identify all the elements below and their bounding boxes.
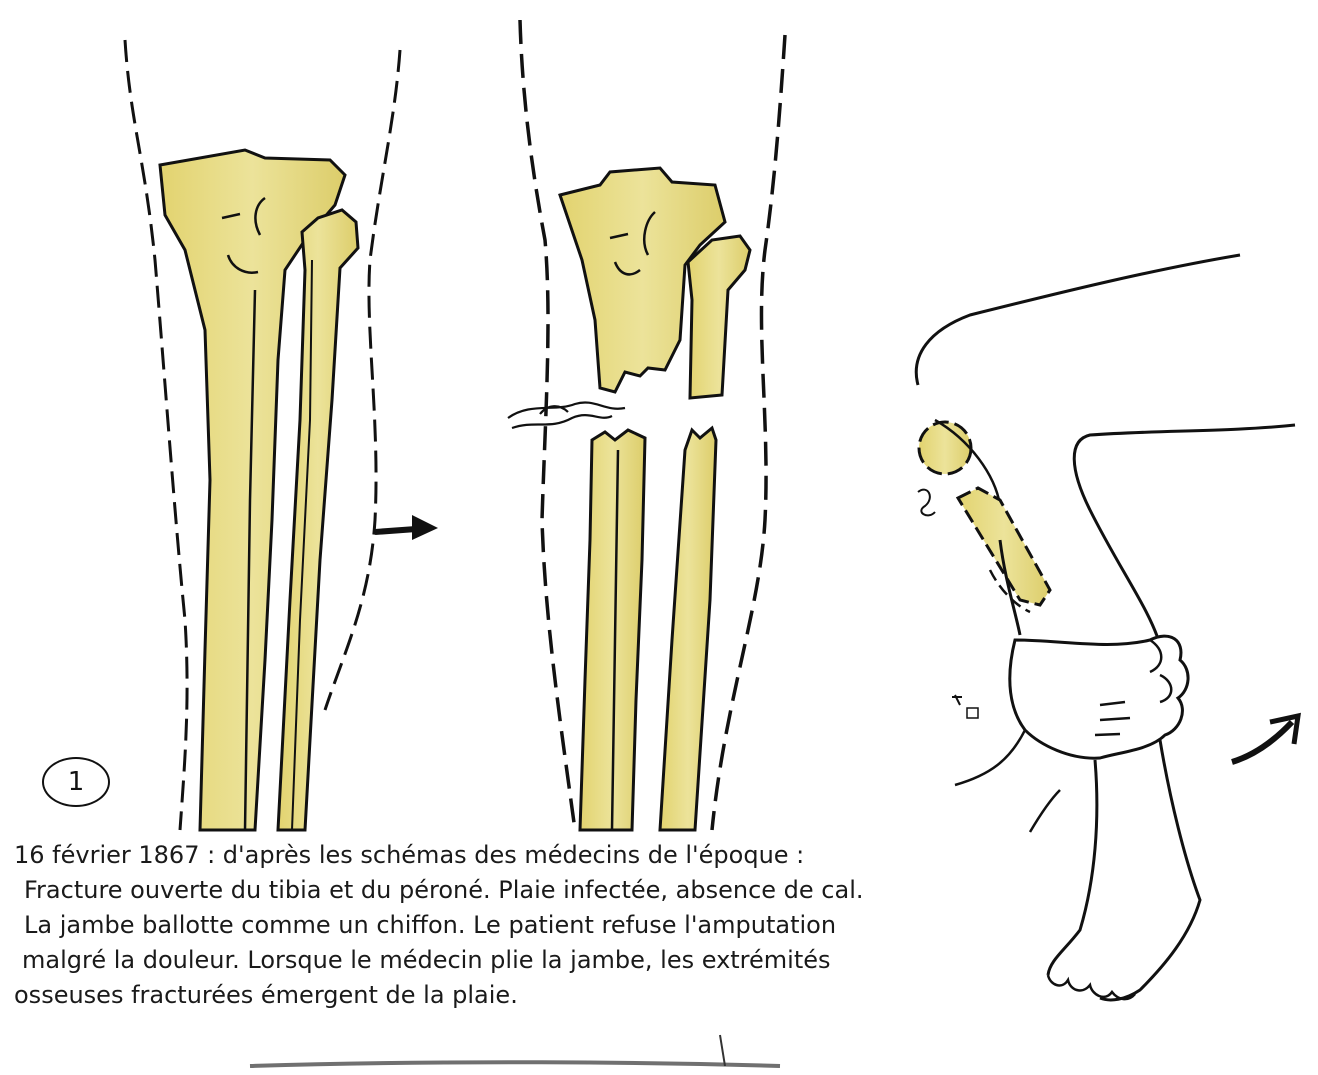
patella [919, 422, 971, 474]
scan-edge-line [250, 1062, 780, 1066]
leg-outline-left [125, 40, 187, 830]
fibula-lower-fragment [660, 428, 716, 830]
arrow-head [412, 515, 438, 540]
figure-number-circle: 1 [42, 757, 110, 807]
thigh-outline-bottom [1074, 425, 1295, 645]
fibula-upper-fragment [688, 236, 750, 398]
small-square-mark [967, 708, 978, 718]
toes [1048, 975, 1135, 999]
caption-line: La jambe ballotte comme un chiffon. Le p… [14, 908, 974, 943]
leg-outline-right [325, 50, 400, 710]
fibula-bone [278, 210, 358, 830]
wound-scribble-bent [918, 490, 935, 516]
figure-number: 1 [68, 767, 85, 797]
scan-tick [720, 1035, 725, 1066]
leg2-outline-right [712, 35, 785, 830]
heel-outline [1100, 740, 1200, 1000]
motion-arrow-icon [1232, 722, 1292, 762]
caption-line: malgré la douleur. Lorsque le médecin pl… [14, 943, 974, 978]
caption-line: Fracture ouverte du tibia et du péroné. … [14, 873, 974, 908]
thigh-outline-top [916, 255, 1240, 385]
calf-outline [1048, 760, 1097, 975]
wound-scribble [508, 402, 625, 428]
pointer-mark-icon [952, 695, 962, 705]
intact-leg-panel [125, 40, 438, 830]
fractured-leg-panel [508, 20, 785, 830]
caption-line: osseuses fracturées émergent de la plaie… [14, 978, 974, 1013]
protruding-tibia [958, 488, 1050, 605]
caption: 16 février 1867 : d'après les schémas de… [14, 838, 974, 1013]
caption-line: 16 février 1867 : d'après les schémas de… [14, 838, 974, 873]
